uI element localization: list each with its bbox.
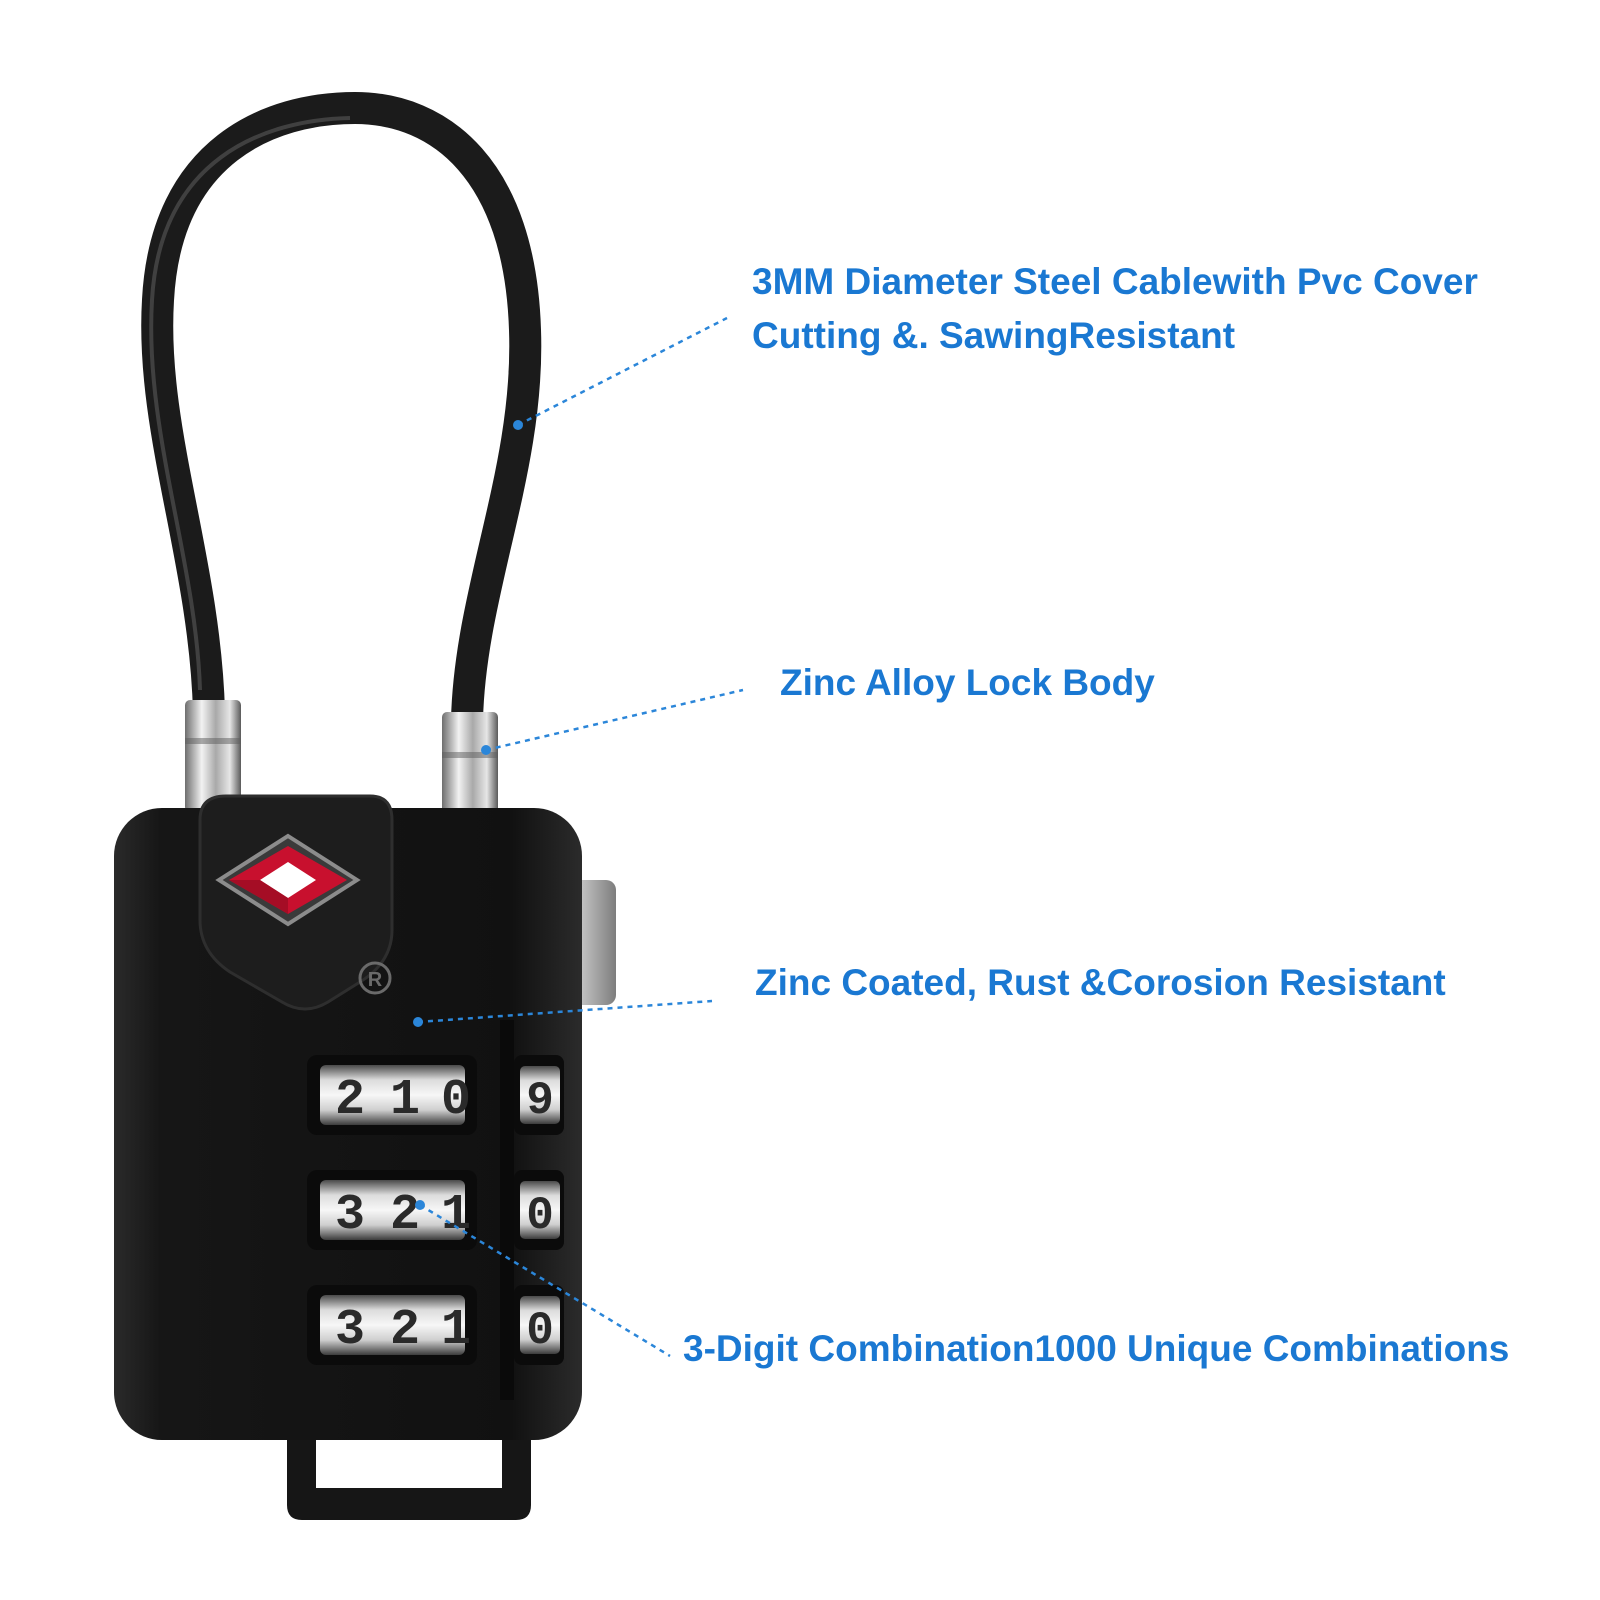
- dial-3-digit-1: 3: [335, 1302, 365, 1359]
- callout-cable-line-1: 3MM Diameter Steel Cablewith Pvc Cover: [752, 261, 1478, 302]
- leader-dot-body: [481, 745, 491, 755]
- cable-highlight: [149, 116, 351, 691]
- leader-line-combination: [419, 1203, 671, 1358]
- dial-1-digit-2: 1: [390, 1072, 420, 1129]
- callout-body-line-1: Zinc Alloy Lock Body: [780, 662, 1155, 703]
- right-cable-sleeve: [442, 712, 498, 822]
- left-cable-sleeve: [185, 700, 241, 812]
- callout-steel-cable: 3MM Diameter Steel Cablewith Pvc Cover C…: [752, 255, 1478, 363]
- dial-3-digit-4: 0: [526, 1305, 554, 1357]
- dial-1-digit-1: 2: [335, 1072, 365, 1129]
- callout-coating-line-1: Zinc Coated, Rust &Corosion Resistant: [755, 962, 1446, 1003]
- leader-line-body: [485, 688, 744, 752]
- leader-dot-coating: [413, 1017, 423, 1027]
- callout-cable-line-2: Cutting &. SawingResistant: [752, 315, 1236, 356]
- dial-1-digit-4: 9: [526, 1075, 554, 1127]
- bottom-loop: [287, 1400, 531, 1520]
- dial-3-digit-2: 2: [390, 1302, 420, 1359]
- leader-dot-cable: [513, 420, 523, 430]
- leader-dot-combination: [415, 1200, 425, 1210]
- dial-2-digit-4: 0: [526, 1190, 554, 1242]
- registered-mark-icon: [358, 961, 392, 995]
- dial-row-3: 3 2 1 0: [307, 1285, 564, 1365]
- dial-2-digit-2: 2: [390, 1187, 420, 1244]
- dial-3-digit-3: 1: [441, 1302, 471, 1359]
- steel-cable: [141, 91, 542, 736]
- callout-combination-line-1: 3-Digit Combination1000 Unique Combinati…: [683, 1328, 1510, 1369]
- dial-2-digit-3: 1: [441, 1187, 471, 1244]
- callout-combination: 3-Digit Combination1000 Unique Combinati…: [683, 1322, 1509, 1376]
- tsa-logo-icon: [215, 833, 361, 927]
- callout-lock-body: Zinc Alloy Lock Body: [780, 656, 1155, 710]
- callout-zinc-coating: Zinc Coated, Rust &Corosion Resistant: [755, 956, 1446, 1010]
- dial-1-digit-3: 0: [441, 1072, 471, 1129]
- dial-row-1: 2 1 0 9: [307, 1055, 564, 1135]
- dial-row-2: 3 2 1 0: [307, 1170, 564, 1250]
- registered-mark-letter: R: [368, 969, 383, 991]
- leader-line-cable: [517, 316, 728, 427]
- dial-2-digit-1: 3: [335, 1187, 365, 1244]
